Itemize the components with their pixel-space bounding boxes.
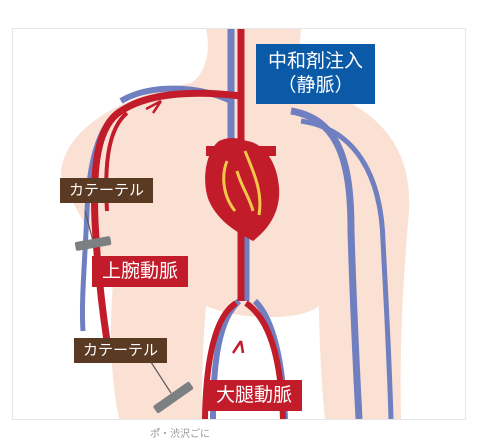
femoral-artery-label: 大腿動脈 (206, 380, 303, 411)
brachial-artery-label: 上腕動脈 (92, 256, 189, 287)
heart-detail (222, 150, 262, 216)
artery-left-leg (202, 300, 238, 419)
heart (205, 138, 280, 241)
catheter-lower-tube (148, 358, 194, 413)
caption-text: ポ゚・渋沢ごに (150, 429, 210, 440)
catheter-lower-label: カテーテル (74, 338, 168, 363)
neutralizer-line-2: （静脈） (277, 73, 354, 96)
circulation-diagram (61, 29, 410, 419)
neutralizer-line-1: 中和剤注入 (268, 50, 364, 72)
catheter-upper-label: カテーテル (60, 178, 154, 203)
catheter-upper-tube (74, 210, 112, 251)
flow-arrow-lower (231, 340, 245, 354)
flow-arrow-upper (145, 99, 163, 114)
neutralizer-injection-label: 中和剤注入 （静脈） (256, 44, 376, 104)
vein-right-arm-2 (300, 118, 394, 419)
